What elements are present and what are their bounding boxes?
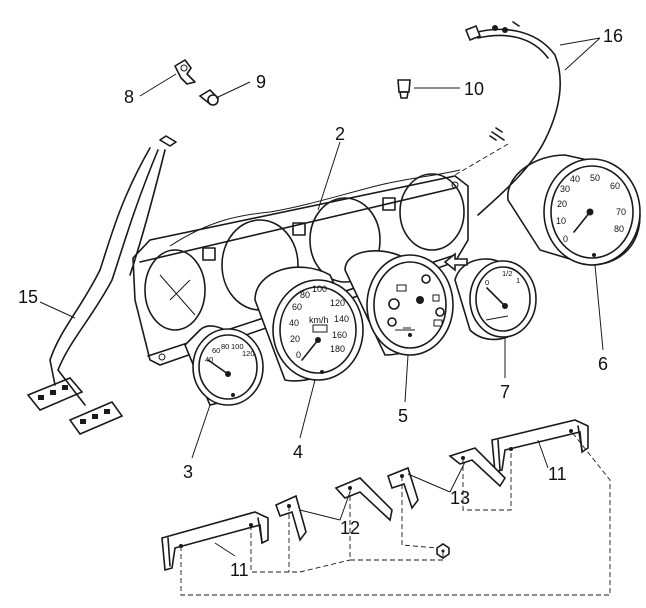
tacho-tick-10: 10 <box>556 216 566 226</box>
speedometer: 0 20 40 60 80 100 120 140 160 180 km/h <box>254 266 364 382</box>
speedo-tick-80: 80 <box>300 290 310 300</box>
wiring-harness <box>26 135 461 435</box>
callout-8: 8 <box>124 87 134 107</box>
warning-lamps <box>387 274 445 337</box>
callout-15: 15 <box>18 287 38 307</box>
bulb-9 <box>198 88 220 106</box>
speedometer-cable <box>464 21 561 216</box>
callout-3: 3 <box>183 462 193 482</box>
speedo-tick-120: 120 <box>330 298 345 308</box>
bulb-10 <box>397 79 411 99</box>
bulb-holder-8 <box>174 59 196 85</box>
speedo-tick-160: 160 <box>332 330 347 340</box>
nut <box>436 543 450 559</box>
callout-4: 4 <box>293 442 303 462</box>
temp-tick-4: 100 <box>231 342 244 351</box>
callout-10: 10 <box>464 79 484 99</box>
warning-lamp-cluster <box>344 250 454 356</box>
tacho-tick-40: 40 <box>570 174 580 184</box>
fuel-full-label: 1 <box>516 276 520 285</box>
fuel-empty-label: 0 <box>485 278 489 287</box>
callout-9: 9 <box>256 72 266 92</box>
callout-7: 7 <box>500 382 510 402</box>
tachometer: 0 10 20 30 40 50 60 70 80 <box>507 154 641 266</box>
tacho-tick-30: 30 <box>560 184 570 194</box>
callout-11-upper: 11 <box>548 464 567 484</box>
temp-tick-3: 80 <box>221 342 229 351</box>
temp-tick-1: 40 <box>205 355 213 364</box>
callout-11-lower: 11 <box>230 560 249 580</box>
temperature-gauge: 40 60 80 100 120 <box>184 325 264 406</box>
bracket-12-left <box>274 494 307 542</box>
speedo-tick-0: 0 <box>296 350 301 360</box>
fuel-gauge: 0 1/2 1 <box>454 258 537 341</box>
bracket-13-left <box>387 466 419 510</box>
callout-13: 13 <box>450 488 470 508</box>
speedo-unit: km/h <box>309 315 329 325</box>
tacho-tick-80: 80 <box>614 224 624 234</box>
tacho-tick-20: 20 <box>557 199 567 209</box>
assembly-lines <box>180 430 611 596</box>
panel-screw <box>443 127 509 272</box>
temp-tick-5: 120 <box>242 349 255 358</box>
callout-16: 16 <box>603 26 623 46</box>
speedo-tick-180: 180 <box>330 344 345 354</box>
callout-12: 12 <box>340 518 360 538</box>
callout-5: 5 <box>398 406 408 426</box>
bracket-12-right <box>334 477 393 522</box>
speedo-tick-100: 100 <box>312 284 327 294</box>
speedo-tick-60: 60 <box>292 302 302 312</box>
callout-6: 6 <box>598 354 608 374</box>
bracket-11-lower <box>161 511 269 572</box>
speedo-tick-140: 140 <box>334 314 349 324</box>
leader-lines <box>39 37 604 557</box>
tacho-tick-70: 70 <box>616 207 626 217</box>
tacho-tick-0: 0 <box>563 234 568 244</box>
tacho-tick-50: 50 <box>590 173 600 183</box>
fuel-half-label: 1/2 <box>502 269 512 278</box>
speedo-tick-20: 20 <box>290 334 300 344</box>
tacho-tick-60: 60 <box>610 181 620 191</box>
speedo-tick-40: 40 <box>289 318 299 328</box>
callout-labels: 2 3 4 5 6 7 8 9 10 11 11 12 13 15 16 <box>18 26 623 580</box>
temp-tick-2: 60 <box>212 346 220 355</box>
callout-2: 2 <box>335 124 345 144</box>
